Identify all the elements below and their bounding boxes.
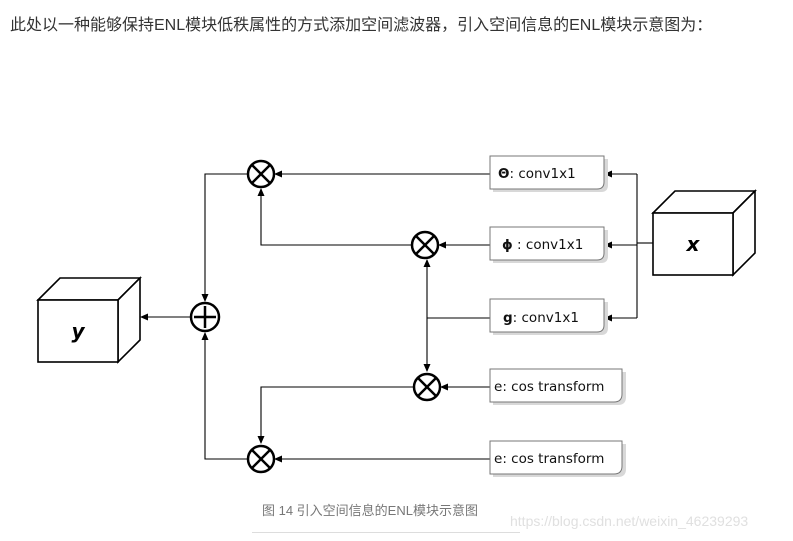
svg-text:e: cos transform: e: cos transform <box>494 379 604 395</box>
output-y-label: y <box>71 319 85 343</box>
multiply-node-lower <box>412 372 442 402</box>
input-x-label: x <box>686 232 701 256</box>
phi-symbol: ϕ <box>502 237 513 253</box>
cos-transform-text-lower: : cos transform <box>502 451 604 467</box>
caption-divider <box>252 532 520 533</box>
multiply-node-middle <box>410 230 440 260</box>
g-symbol: g <box>503 310 513 326</box>
theta-conv-text: : conv1x1 <box>509 166 575 182</box>
cos-symbol-lower: e <box>494 451 502 467</box>
svg-text:Θ: conv1x1: Θ: conv1x1 <box>498 166 576 182</box>
svg-text:e: cos transform: e: cos transform <box>494 451 604 467</box>
svg-text:ϕ : conv1x1: ϕ : conv1x1 <box>502 237 583 253</box>
multiply-node-bottom <box>246 444 276 474</box>
output-cube-y: y <box>36 276 142 364</box>
cos-transform-text-upper: : cos transform <box>502 379 604 395</box>
theta-symbol: Θ <box>498 166 509 182</box>
watermark: https://blog.csdn.net/weixin_46239293 <box>510 513 749 529</box>
g-conv-text: : conv1x1 <box>513 310 579 326</box>
cos-symbol-upper: e <box>494 379 502 395</box>
figure-caption: 图 14 引入空间信息的ENL模块示意图 <box>262 503 478 518</box>
svg-text:g: conv1x1: g: conv1x1 <box>503 310 579 326</box>
intro-paragraph: 此处以一种能够保持ENL模块低秩属性的方式添加空间滤波器，引入空间信息的ENL模… <box>10 17 713 34</box>
addition-node <box>189 301 221 333</box>
phi-conv-box: ϕ : conv1x1 <box>489 226 608 263</box>
phi-conv-text: : conv1x1 <box>513 237 584 253</box>
input-cube-x: x <box>651 189 757 277</box>
cos-transform-box-upper: e: cos transform <box>489 368 626 405</box>
theta-conv-box: Θ: conv1x1 <box>489 155 608 192</box>
cos-transform-box-lower: e: cos transform <box>489 440 626 477</box>
multiply-node-top <box>246 159 276 189</box>
g-conv-box: g: conv1x1 <box>489 298 608 335</box>
